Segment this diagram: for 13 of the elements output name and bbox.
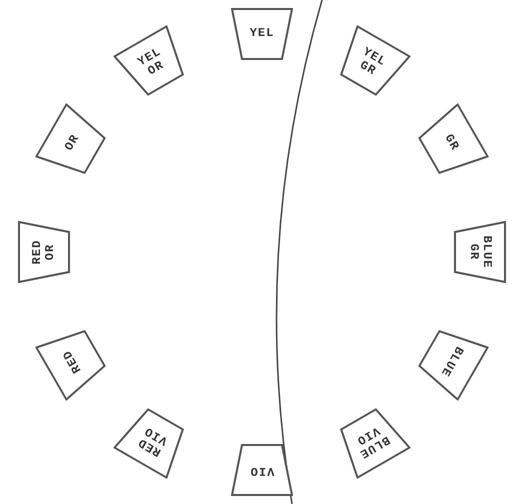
segment-label: BLUE GR xyxy=(466,234,494,270)
segment-label: YEL OR xyxy=(134,44,168,81)
color-segment xyxy=(231,444,293,496)
segment-label: RED VIO xyxy=(134,422,172,462)
segment-label: OR xyxy=(62,131,84,156)
segment-label: VIO xyxy=(248,463,276,477)
color-segment xyxy=(454,221,506,283)
segment-label: GR xyxy=(440,131,462,156)
segment-label: YEL xyxy=(248,27,276,41)
segment-label: RED OR xyxy=(30,238,58,266)
segment-label: YEL GR xyxy=(356,44,390,81)
color-segment xyxy=(18,221,70,283)
color-segment xyxy=(231,8,293,60)
